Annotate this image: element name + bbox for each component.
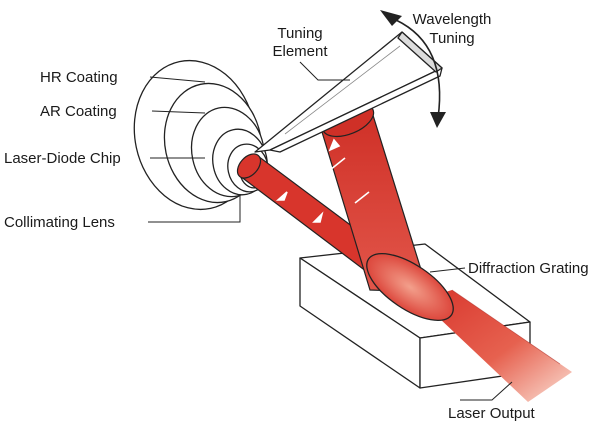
grating-beam-spot (366, 252, 454, 322)
label-laser-output: Laser Output (448, 405, 536, 422)
label-tuning-element-1: Tuning (277, 25, 322, 42)
laser-beams (236, 102, 572, 402)
leader-collimating-lens (148, 195, 241, 223)
label-diffraction-grating: Diffraction Grating (468, 260, 589, 277)
tuning-element-face (269, 67, 443, 153)
rotation-arrowhead-bottom (430, 112, 446, 128)
leader-lines (148, 61, 513, 401)
label-ar-coating: AR Coating (40, 103, 117, 120)
tuning-element-shade (397, 31, 443, 73)
laser-diode-housing (133, 59, 269, 211)
leader-diffraction-grating (429, 267, 466, 273)
arrow-beam1-a (261, 191, 288, 212)
labels: HR Coating AR Coating Laser-Diode Chip C… (4, 11, 589, 422)
label-hr-coating: HR Coating (40, 69, 118, 86)
leader-tuning-element (299, 61, 350, 81)
leader-hr-coating (149, 76, 206, 83)
label-laser-diode-chip: Laser-Diode Chip (4, 150, 121, 167)
label-tuning-element-2: Element (272, 43, 328, 60)
label-wavelength-tuning-2: Tuning (429, 30, 474, 47)
beam-diode-end (236, 153, 262, 179)
label-collimating-lens: Collimating Lens (4, 214, 115, 231)
arrow-beam2-b (354, 153, 416, 204)
wavelength-tuning-arrow (380, 10, 446, 128)
beam-output-edge-top (451, 289, 561, 365)
arrow-beam2-a (328, 138, 346, 171)
rotation-arrowhead-top (380, 10, 402, 26)
arrow-beam1-b (299, 211, 324, 240)
leader-laser-output (460, 381, 513, 401)
leader-ar-coating (151, 110, 206, 114)
tuning-element (254, 31, 443, 153)
beam-direction-arrows (261, 138, 416, 240)
label-wavelength-tuning-1: Wavelength (413, 11, 492, 28)
beam-laser-output (420, 290, 572, 402)
